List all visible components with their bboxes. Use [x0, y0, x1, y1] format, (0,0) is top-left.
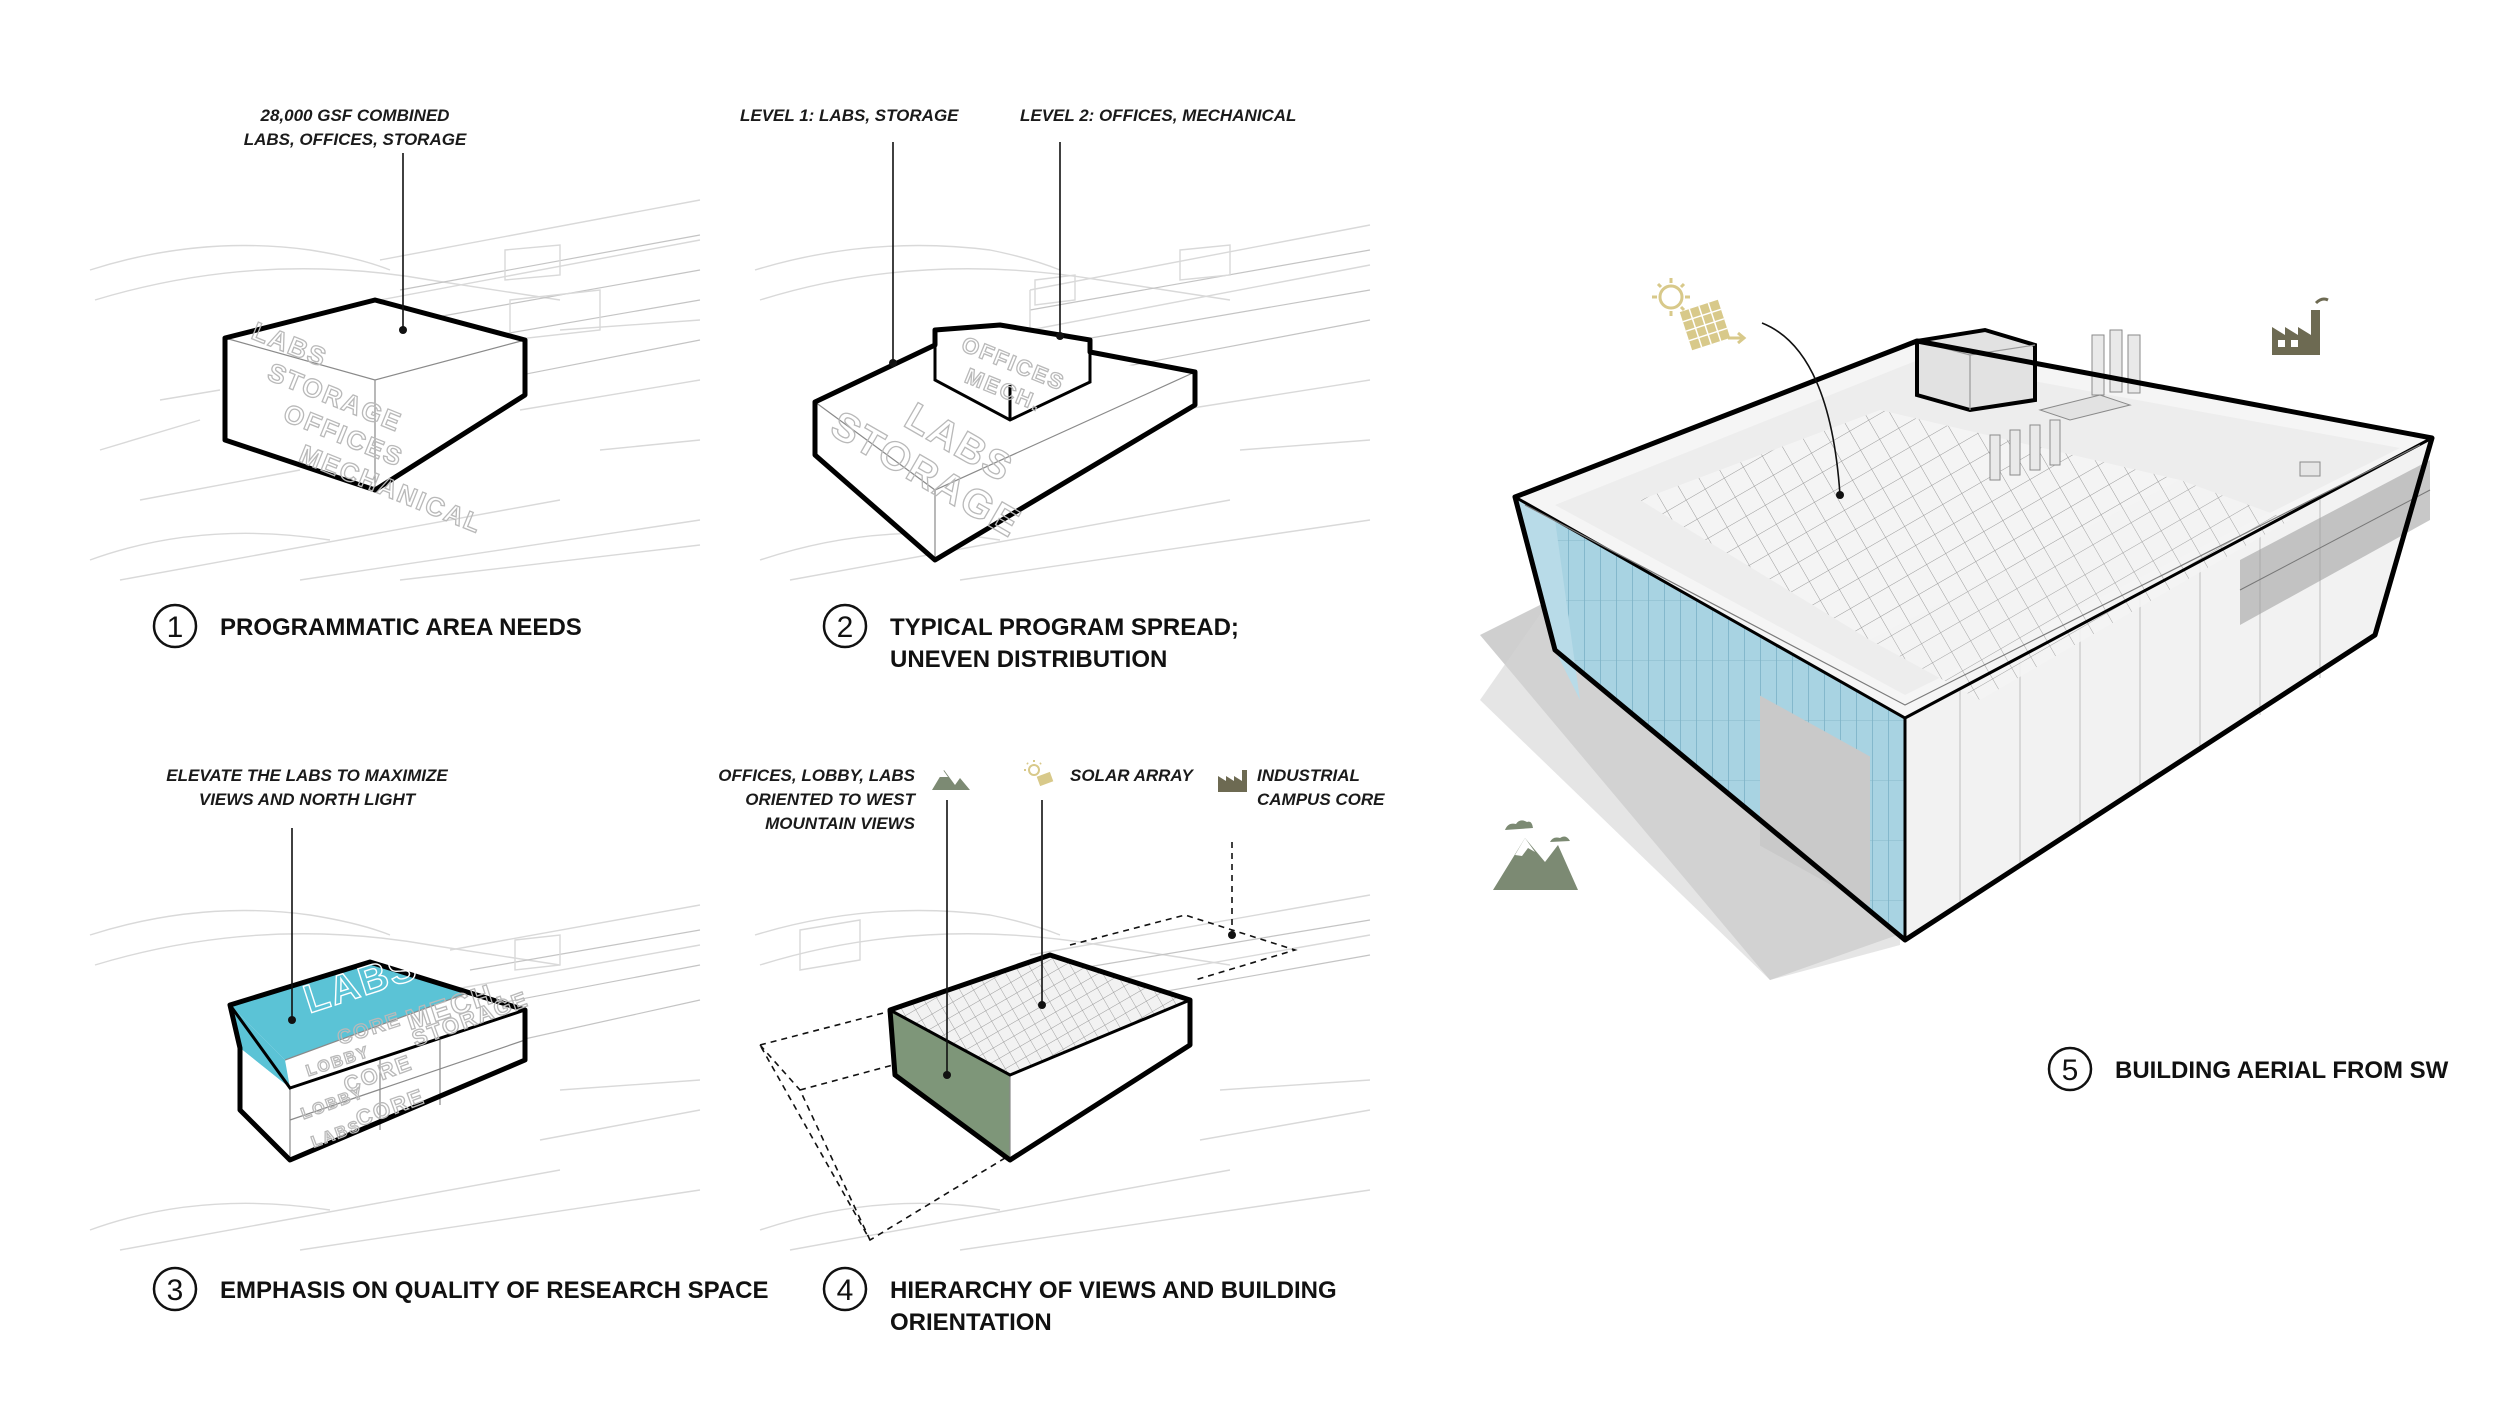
sun-solar-panel-icon [1652, 278, 1747, 351]
mass-block-2: LABS STORAGE OFFICES MECH. [812, 322, 1198, 563]
site-context-4 [754, 894, 1371, 1251]
panel-number-2: 2 [822, 603, 868, 649]
panel-number-3: 3 [152, 1266, 198, 1312]
annotation-views: VIEWS AND NORTH LIGHT [199, 790, 417, 809]
panel-number-1: 1 [152, 603, 198, 649]
svg-text:5: 5 [2062, 1054, 2079, 1087]
caption-1: PROGRAMMATIC AREA NEEDS [220, 614, 582, 641]
building-aerial [1480, 327, 2435, 980]
annotation-program: LABS, OFFICES, STORAGE [244, 130, 467, 149]
factory-icon [2272, 297, 2329, 355]
annotation-level2: LEVEL 2: OFFICES, MECHANICAL [1020, 106, 1296, 125]
caption-5: BUILDING AERIAL FROM SW [2115, 1057, 2449, 1084]
panel-2: LABS STORAGE OFFICES MECH. LEVEL 1: LABS… [740, 106, 1371, 673]
caption-2-line-2: UNEVEN DISTRIBUTION [890, 646, 1167, 673]
site-context-2 [754, 224, 1371, 581]
site-context-3 [89, 904, 701, 1251]
solar-icon-small [1024, 760, 1054, 787]
site-context-1 [89, 199, 701, 581]
panel-number-4: 4 [822, 1266, 868, 1312]
panel-number-5: 5 [2047, 1046, 2093, 1092]
annotation-gsf: 28,000 GSF COMBINED [260, 106, 450, 125]
mountain-icon [1493, 820, 1578, 890]
caption-2-line-1: TYPICAL PROGRAM SPREAD; [890, 614, 1239, 641]
mass-block-3: LABS MECH. CORE LOBBY CORE STORAGE LOBBY… [227, 943, 533, 1163]
annotation-elevate: ELEVATE THE LABS TO MAXIMIZE [166, 766, 448, 785]
svg-text:2: 2 [837, 611, 854, 644]
svg-text:4: 4 [837, 1274, 854, 1307]
annotation-offices: OFFICES, LOBBY, LABS [718, 766, 915, 785]
mass-block-1: LABS STORAGE OFFICES MECHANICAL [222, 297, 528, 540]
annotation-industrial: INDUSTRIAL [1257, 766, 1360, 785]
solar-array [1640, 410, 2180, 640]
panel-5: 5 BUILDING AERIAL FROM SW [1480, 278, 2449, 1092]
annotation-campus: CAMPUS CORE [1257, 790, 1385, 809]
annotation-level1: LEVEL 1: LABS, STORAGE [740, 106, 959, 125]
annotation-oriented: ORIENTED TO WEST [745, 790, 916, 809]
panel-4: OFFICES, LOBBY, LABS ORIENTED TO WEST MO… [718, 760, 1385, 1336]
svg-text:1: 1 [167, 611, 184, 644]
factory-icon-small [1218, 770, 1247, 792]
caption-4-line-1: HIERARCHY OF VIEWS AND BUILDING [890, 1277, 1337, 1304]
svg-text:3: 3 [167, 1274, 184, 1307]
caption-4-line-2: ORIENTATION [890, 1309, 1052, 1336]
panel-1: LABS STORAGE OFFICES MECHANICAL 28,000 G… [89, 106, 701, 649]
mass-block-4 [887, 952, 1193, 1163]
mountain-icon-small [932, 770, 970, 790]
caption-3: EMPHASIS ON QUALITY OF RESEARCH SPACE [220, 1277, 769, 1304]
panel-3: LABS MECH. CORE LOBBY CORE STORAGE LOBBY… [89, 766, 769, 1312]
annotation-mountain: MOUNTAIN VIEWS [765, 814, 916, 833]
annotation-solar: SOLAR ARRAY [1070, 766, 1194, 785]
